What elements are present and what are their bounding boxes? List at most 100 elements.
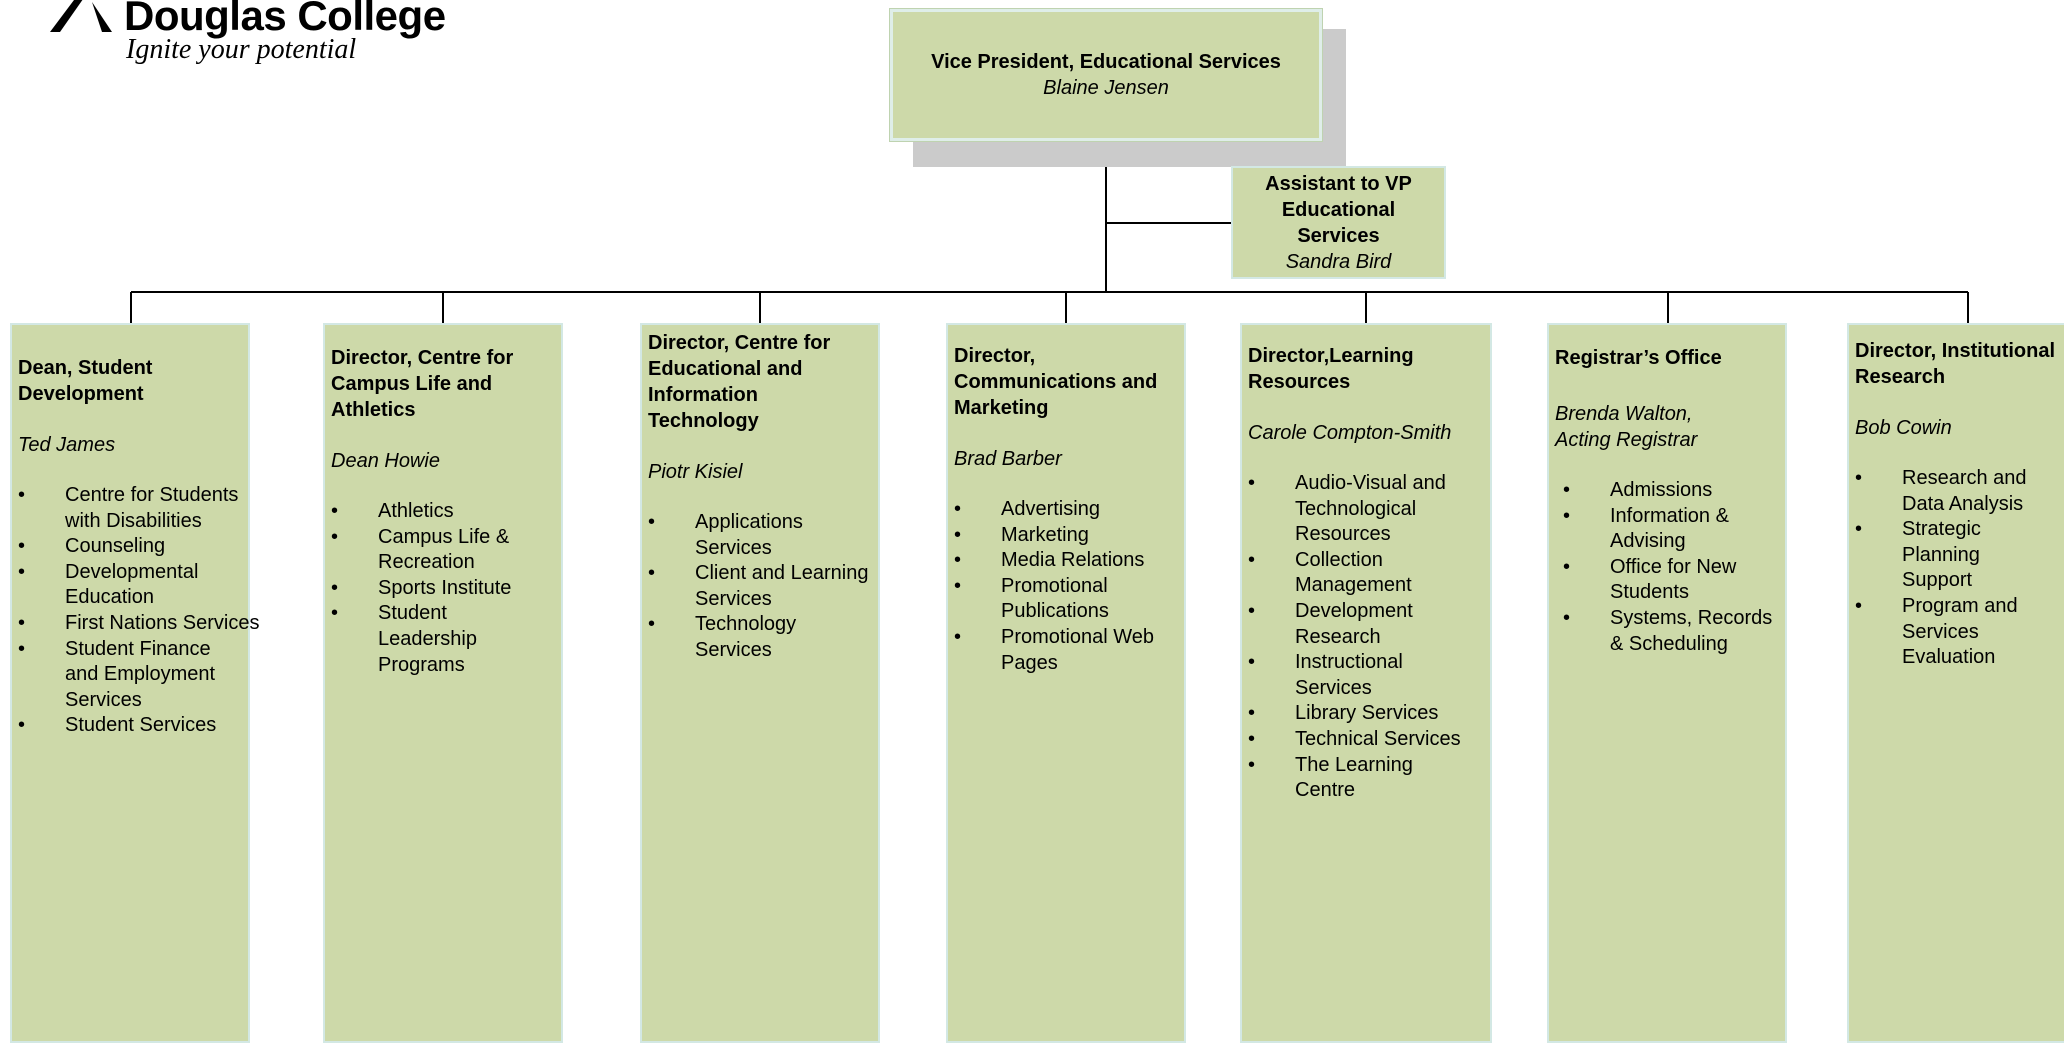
department-column-student-development: Dean, Student Development Ted James •Cen… [10, 323, 260, 1043]
bullet-icon: • [954, 498, 962, 520]
assistant-name: Sandra Bird [1285, 250, 1392, 273]
bullet-icon: • [1563, 606, 1571, 629]
list-item: •Admissions [1563, 478, 1779, 504]
department-services-list: •Research and Data Analysis •Strategic P… [1855, 466, 2064, 671]
bullet-icon: • [331, 500, 339, 522]
vp-name: Blaine Jensen [1043, 77, 1169, 99]
department-column-campus-life: Director, Centre for Campus Life and Ath… [323, 323, 563, 1043]
bullet-icon: • [18, 637, 26, 660]
department-title: Director, Communications and Marketing [954, 345, 1158, 419]
bullet-icon: • [648, 511, 656, 533]
list-item: •The Learning Centre [1248, 753, 1413, 802]
bullet-icon: • [1248, 651, 1256, 674]
list-item: •Promotional Publications [954, 574, 1109, 623]
list-item: •Collection Management [1248, 548, 1412, 597]
department-services-list: •Applications Services •Client and Learn… [648, 510, 878, 664]
bullet-icon: • [648, 562, 656, 585]
department-head-name: Bob Cowin [1855, 417, 1952, 439]
list-item: •Research and Data Analysis [1855, 467, 2027, 515]
logo-triangle-icon [50, 0, 112, 32]
list-item: •Media Relations [954, 548, 1178, 574]
department-head-name: Brad Barber [954, 448, 1062, 470]
department-head-name: Dean Howie [331, 450, 440, 472]
bullet-icon: • [331, 576, 339, 599]
logo: Douglas College Ignite your potential [48, 0, 446, 74]
department-head-name: Carole Compton-Smith [1248, 422, 1452, 444]
department-title: Director, Institutional Research [1855, 340, 2056, 388]
bullet-icon: • [1855, 518, 1863, 541]
bullet-icon: • [331, 525, 339, 548]
bullet-icon: • [18, 611, 26, 634]
department-head-name: Ted James [18, 434, 116, 456]
bullet-icon: • [1855, 594, 1863, 617]
list-item: •First Nations Services [18, 611, 278, 637]
bullet-icon: • [18, 714, 26, 737]
list-item: •Technology Services [648, 613, 797, 661]
department-title: Registrar’s Office [1555, 347, 1722, 369]
list-item: •Office for New Students [1563, 555, 1737, 604]
list-item: •Centre for Students with Disabilities [18, 484, 239, 532]
bullet-icon: • [1248, 548, 1256, 571]
bullet-icon: • [1248, 599, 1256, 622]
list-item: •Development Research [1248, 599, 1413, 648]
bullet-icon: • [954, 549, 962, 572]
department-head-name: Brenda Walton, Acting Registrar [1555, 403, 1698, 451]
department-services-list: •Athletics •Campus Life & Recreation •Sp… [331, 499, 555, 678]
department-head-name: Piotr Kisiel [648, 461, 743, 483]
list-item: •Instructional Services [1248, 651, 1403, 699]
list-item: •Student Finance and Employment Services [18, 637, 216, 711]
list-item: •Campus Life & Recreation [331, 525, 510, 574]
department-title: Dean, Student Development [18, 357, 153, 405]
department-column-institutional-research: Director, Institutional Research Bob Cow… [1847, 323, 2064, 1043]
logo-tagline: Ignite your potential [126, 34, 357, 65]
department-services-list: •Audio-Visual and Technological Resource… [1248, 471, 1488, 804]
department-services-list: •Admissions •Information & Advising •Off… [1555, 478, 1779, 657]
bullet-icon: • [1248, 753, 1256, 776]
list-item: •Audio-Visual and Technological Resource… [1248, 472, 1446, 546]
list-item: •Program and Services Evaluation [1855, 594, 2018, 669]
bullet-icon: • [1563, 479, 1571, 501]
list-item: •Technical Services [1248, 727, 1488, 753]
vp-title: Vice President, Educational Services [931, 51, 1281, 73]
list-item: •Systems, Records & Scheduling [1563, 606, 1773, 655]
bullet-icon: • [1248, 702, 1256, 725]
bullet-icon: • [1563, 504, 1571, 527]
department-title: Director,Learning Resources [1248, 345, 1414, 393]
bullet-icon: • [1855, 467, 1863, 489]
bullet-icon: • [331, 602, 339, 625]
logo-name: Douglas College [124, 0, 446, 39]
list-item: •Sports Institute [331, 576, 555, 602]
assistant-title: Assistant to VP Educational Services [1265, 172, 1412, 247]
bullet-icon: • [954, 625, 962, 648]
department-column-communications: Director, Communications and Marketing B… [946, 323, 1186, 1043]
list-item: •Counseling [18, 534, 278, 560]
list-item: •Athletics [331, 499, 555, 525]
assistant-box: Assistant to VP Educational Services San… [1231, 166, 1446, 279]
list-item: •Promotional Web Pages [954, 625, 1155, 674]
connector-lines [130, 141, 1969, 323]
bullet-icon: • [18, 535, 26, 558]
list-item: •Applications Services [648, 511, 803, 559]
department-services-list: •Advertising •Marketing •Media Relations… [954, 497, 1178, 676]
department-column-learning-resources: Director,Learning Resources Carole Compt… [1240, 323, 1492, 1043]
bullet-icon: • [648, 613, 656, 636]
department-column-educational-technology: Director, Centre for Educational and Inf… [640, 323, 880, 1043]
list-item: •Student Services [18, 713, 278, 739]
bullet-icon: • [18, 560, 26, 583]
department-title: Director, Centre for Campus Life and Ath… [331, 347, 514, 421]
vp-box: Vice President, Educational Services Bla… [889, 8, 1323, 142]
list-item: •Developmental Education [18, 560, 199, 609]
bullet-icon: • [18, 484, 26, 506]
list-item: •Library Services [1248, 701, 1488, 727]
bullet-icon: • [954, 574, 962, 597]
list-item: •Advertising [954, 497, 1178, 523]
bullet-icon: • [1563, 555, 1571, 578]
bullet-icon: • [1248, 472, 1256, 494]
department-column-registrars-office: Registrar’s Office Brenda Walton, Acting… [1547, 323, 1787, 1043]
list-item: •Information & Advising [1563, 504, 1729, 553]
list-item: •Strategic Planning Support [1855, 518, 1981, 592]
list-item: •Student Leadership Programs [331, 602, 477, 676]
list-item: •Marketing [954, 523, 1178, 549]
list-item: •Client and Learning Services [648, 562, 869, 610]
department-services-list: •Centre for Students with Disabilities •… [18, 483, 278, 739]
